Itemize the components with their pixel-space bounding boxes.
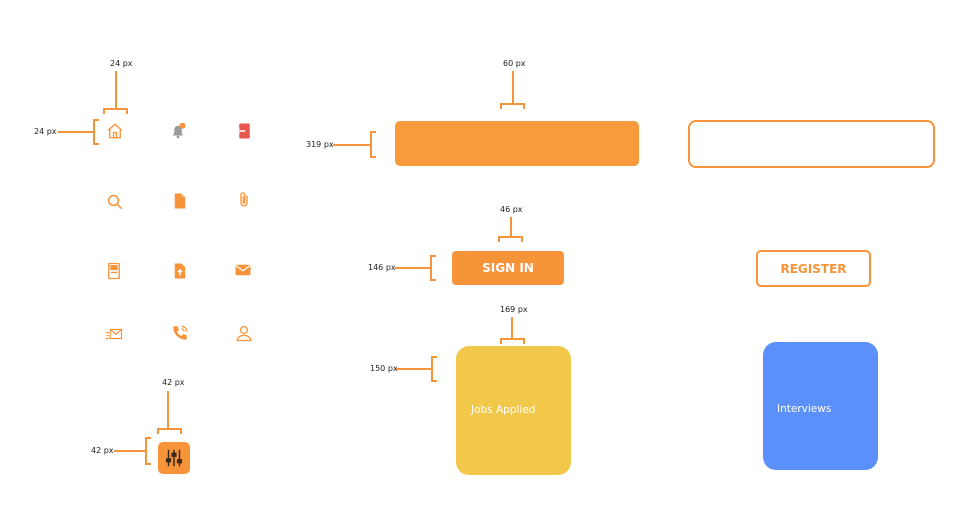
filter-width-bracket-bar	[157, 428, 181, 430]
card-top-bracket-stem	[511, 317, 513, 339]
sign-in-label: SIGN IN	[482, 261, 534, 275]
card-left-bracket-stem	[396, 368, 432, 370]
home-icon	[106, 122, 124, 140]
interviews-label: Interviews	[777, 403, 832, 415]
send-mail-icon	[105, 325, 123, 343]
card-left-bracket-bar	[431, 356, 433, 381]
input-top-bracket-right	[523, 103, 525, 109]
card-top-bracket-left	[500, 338, 502, 344]
file-upload-icon	[171, 262, 189, 280]
button-top-bracket-right	[521, 236, 523, 242]
card-left-bracket-top	[431, 356, 437, 358]
sign-in-button[interactable]: SIGN IN	[452, 251, 564, 285]
button-width-label: 146 px	[368, 263, 396, 272]
filter-height-bracket-bar	[145, 437, 147, 464]
filter-width-bracket-right	[180, 428, 182, 434]
icon-height-bracket-stem	[58, 131, 94, 133]
filter-height-bracket-bottom	[145, 463, 151, 465]
logout-icon	[234, 122, 252, 140]
phone-icon	[171, 324, 189, 342]
icon-width-bracket-left	[103, 108, 105, 114]
card-height-label: 150 px	[370, 364, 398, 373]
button-top-bracket-bar	[498, 236, 522, 238]
input-left-bracket-bottom	[370, 156, 376, 158]
jobs-applied-label: Jobs Applied	[471, 404, 536, 416]
filter-height-bracket-top	[145, 437, 151, 439]
button-top-bracket-stem	[510, 217, 512, 237]
jobs-applied-card[interactable]: Jobs Applied	[456, 346, 571, 475]
button-left-bracket-bar	[430, 255, 432, 280]
button-top-bracket-left	[498, 236, 500, 242]
icon-height-label: 24 px	[34, 127, 57, 136]
icon-width-bracket-right	[126, 108, 128, 114]
filter-sliders-icon	[165, 449, 183, 467]
filter-height-label: 42 px	[91, 446, 114, 455]
mail-icon	[234, 261, 252, 279]
input-left-bracket-bar	[370, 131, 372, 157]
icon-height-bracket-bar	[93, 119, 95, 144]
button-height-label: 46 px	[500, 205, 523, 214]
icon-width-bracket-stem	[115, 71, 117, 109]
input-top-bracket-bar	[500, 103, 524, 105]
filter-button[interactable]	[158, 442, 190, 474]
icon-width-label: 24 px	[110, 59, 133, 68]
icon-width-bracket-bar	[103, 108, 127, 110]
input-top-bracket-stem	[512, 71, 514, 104]
user-icon	[235, 324, 253, 342]
card-top-bracket-bar	[500, 338, 524, 340]
card-width-label: 169 px	[500, 305, 528, 314]
input-left-bracket-stem	[333, 144, 371, 146]
input-height-label: 60 px	[503, 59, 526, 68]
input-width-label: 319 px	[306, 140, 334, 149]
bell-icon	[169, 122, 187, 140]
button-left-bracket-top	[430, 255, 436, 257]
filter-width-label: 42 px	[162, 378, 185, 387]
input-top-bracket-left	[500, 103, 502, 109]
card-top-bracket-right	[523, 338, 525, 344]
paperclip-icon	[235, 191, 253, 209]
register-label: REGISTER	[780, 262, 847, 276]
filter-width-bracket-stem	[167, 391, 169, 429]
card-left-bracket-bottom	[431, 380, 437, 382]
icon-height-bracket-bottom	[93, 143, 99, 145]
button-left-bracket-stem	[395, 267, 431, 269]
button-left-bracket-bottom	[430, 279, 436, 281]
interviews-card[interactable]: Interviews	[763, 342, 878, 470]
input-outlined[interactable]	[688, 120, 935, 168]
input-left-bracket-top	[370, 131, 376, 133]
search-icon	[106, 193, 124, 211]
filter-width-bracket-left	[157, 428, 159, 434]
document-icon	[171, 192, 189, 210]
icon-height-bracket-top	[93, 119, 99, 121]
book-icon	[105, 262, 123, 280]
filter-height-bracket-stem	[114, 450, 146, 452]
register-button[interactable]: REGISTER	[756, 250, 871, 287]
input-filled[interactable]	[395, 121, 639, 166]
